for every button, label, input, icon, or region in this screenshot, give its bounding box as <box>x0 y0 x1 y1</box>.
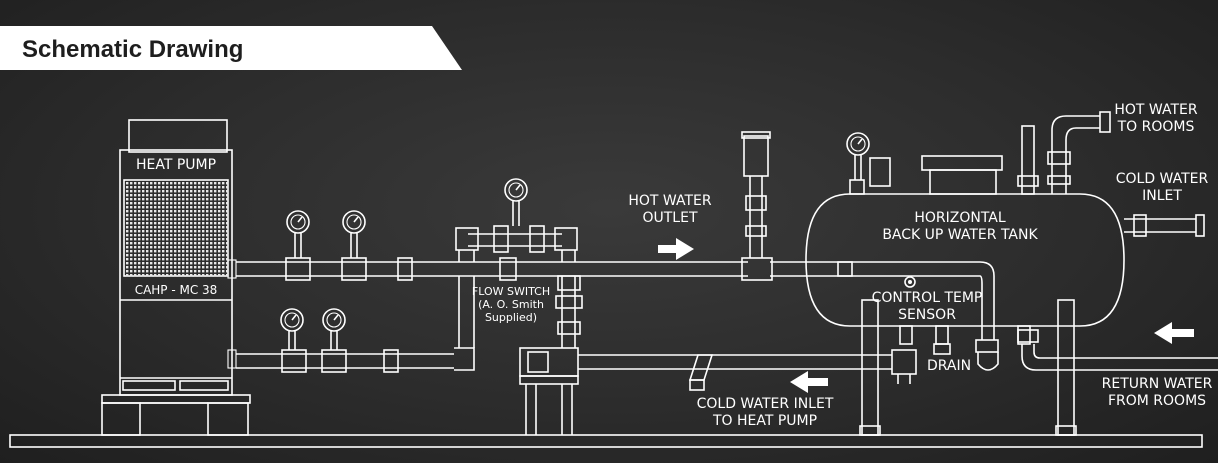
hot-water-to-rooms-line-2: TO ROOMS <box>1117 119 1195 135</box>
return-water-line-1: RETURN WATER <box>1101 376 1213 392</box>
return-water-pipe <box>1017 329 1218 371</box>
model-label: CAHP - MC 38 <box>124 282 228 299</box>
pressure-gauge-icon <box>280 308 304 350</box>
backup-water-tank <box>805 125 1125 436</box>
drain-label-text: DRAIN <box>926 358 972 374</box>
cold-water-inlet-line-1: COLD WATER <box>1115 171 1209 187</box>
tank-label-line-2: BACK UP WATER TANK <box>882 227 1038 243</box>
flow-arrows <box>658 238 1194 393</box>
heat-pump-label-text: HEAT PUMP <box>135 157 217 173</box>
cold-water-inlet-to-heat-pump-label: COLD WATER INLET TO HEAT PUMP <box>680 396 850 430</box>
heat-pump-label: HEAT PUMP <box>124 157 228 174</box>
tank-label-line-1: HORIZONTAL <box>914 210 1006 226</box>
hot-water-outlet-arrow <box>658 238 694 260</box>
pressure-gauge-icon <box>322 308 346 350</box>
cold-water-inlet-hp-line-2: TO HEAT PUMP <box>712 413 818 429</box>
pressure-gauge-icon <box>286 210 310 258</box>
flow-switch-line-3: Supplied) <box>484 311 538 324</box>
cold-water-inlet-line-2: INLET <box>1142 188 1182 204</box>
flow-switch-line-2: (A. O. Smith <box>478 298 544 311</box>
pipe-fittings <box>281 257 853 373</box>
return-water-arrow <box>1154 322 1194 344</box>
page-title: Schematic Drawing <box>22 36 244 63</box>
flow-switch-line-1: FLOW SWITCH <box>471 285 551 298</box>
cold-water-return-pipe <box>236 349 917 391</box>
cold-water-inlet-pipe <box>1124 214 1205 237</box>
pressure-gauge-icon <box>504 178 528 226</box>
return-water-line-2: FROM ROOMS <box>1107 393 1207 409</box>
hot-water-outlet-line-1: HOT WATER <box>628 193 712 209</box>
pressure-gauge-icon <box>846 132 870 180</box>
hot-water-outlet-line-2: OUTLET <box>642 210 698 226</box>
cold-water-inlet-label: COLD WATER INLET <box>1106 171 1218 205</box>
control-temp-sensor-label: CONTROL TEMP SENSOR <box>862 290 992 324</box>
cold-water-inlet-hp-line-1: COLD WATER INLET <box>696 396 834 412</box>
control-temp-line-1: CONTROL TEMP <box>871 290 983 306</box>
control-temp-line-2: SENSOR <box>898 307 956 323</box>
pressure-gauge-icon <box>342 210 366 258</box>
tank-label: HORIZONTAL BACK UP WATER TANK <box>860 210 1060 244</box>
heat-pump-grille <box>126 182 229 277</box>
hot-water-to-rooms-pipe <box>1047 111 1111 194</box>
hot-water-to-rooms-line-1: HOT WATER <box>1114 102 1198 118</box>
title-banner <box>0 26 462 70</box>
cold-water-inlet-arrow <box>790 371 828 393</box>
drain-label: DRAIN <box>924 358 974 375</box>
flow-switch-label: FLOW SWITCH (A. O. Smith Supplied) <box>466 285 556 324</box>
ground-base <box>9 434 1203 448</box>
air-vent <box>741 131 771 258</box>
hot-water-bypass-loop <box>454 225 578 371</box>
hot-water-outlet-label: HOT WATER OUTLET <box>610 193 730 227</box>
pump-assembly <box>519 275 583 435</box>
pressure-gauges <box>280 132 870 350</box>
return-water-label: RETURN WATER FROM ROOMS <box>1096 376 1218 410</box>
model-label-text: CAHP - MC 38 <box>134 283 218 297</box>
hot-water-supply-pipe <box>236 261 999 371</box>
hot-water-to-rooms-label: HOT WATER TO ROOMS <box>1104 102 1208 136</box>
